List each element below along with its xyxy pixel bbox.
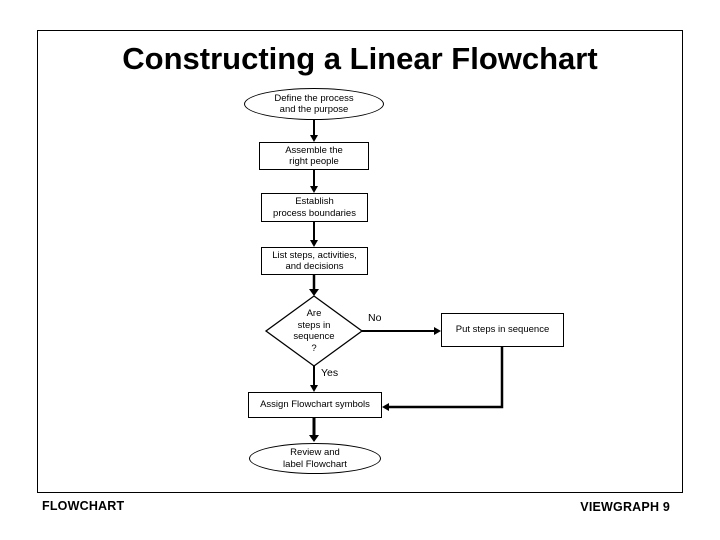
arrow-right-icon bbox=[434, 327, 441, 335]
label-no: No bbox=[368, 312, 382, 324]
node-put-steps-in-sequence: Put steps in sequence bbox=[441, 313, 564, 347]
node-label: Review and label Flowchart bbox=[283, 447, 347, 470]
arrow-down-icon bbox=[310, 240, 318, 247]
node-label: Define the process and the purpose bbox=[274, 92, 354, 116]
connector-start-to-assemble bbox=[310, 120, 318, 142]
footer-viewgraph-label: VIEWGRAPH 9 bbox=[580, 500, 670, 514]
node-label: Establish process boundaries bbox=[273, 196, 356, 219]
node-label: List steps, activities, and decisions bbox=[272, 249, 357, 273]
arrow-down-icon bbox=[310, 135, 318, 142]
node-define-process: Define the process and the purpose bbox=[244, 88, 384, 120]
label-yes: Yes bbox=[321, 367, 339, 379]
node-list-steps: List steps, activities, and decisions bbox=[261, 247, 368, 275]
decision-diamond-shape bbox=[264, 295, 364, 367]
slide-frame bbox=[37, 30, 683, 493]
arrow-down-icon bbox=[310, 385, 318, 392]
arrow-down-icon bbox=[310, 186, 318, 193]
connector-decision-no-to-putsteps bbox=[362, 327, 441, 335]
connector-assign-to-end bbox=[309, 418, 319, 442]
connector-list-to-decision bbox=[309, 275, 319, 296]
node-label: Assemble the right people bbox=[285, 144, 343, 168]
arrow-down-icon bbox=[309, 435, 319, 442]
node-establish-boundaries: Establish process boundaries bbox=[261, 193, 368, 222]
arrow-left-icon bbox=[382, 403, 389, 411]
node-decision-steps-in-sequence: Are steps in sequence ? bbox=[266, 296, 362, 366]
slide-title: Constructing a Linear Flowchart bbox=[122, 41, 598, 76]
connector-putsteps-return-to-assign bbox=[382, 347, 504, 411]
footer-flowchart-label: FLOWCHART bbox=[42, 499, 125, 513]
node-label: Assign Flowchart symbols bbox=[260, 399, 370, 411]
node-label: Are steps in sequence ? bbox=[293, 308, 335, 354]
node-label: Put steps in sequence bbox=[455, 324, 550, 336]
arrow-down-icon bbox=[309, 289, 319, 296]
connector-decision-yes-to-assign bbox=[310, 366, 318, 392]
node-assign-symbols: Assign Flowchart symbols bbox=[248, 392, 382, 418]
node-assemble-people: Assemble the right people bbox=[259, 142, 369, 170]
connector-assemble-to-establish bbox=[310, 170, 318, 193]
connector-establish-to-list bbox=[310, 222, 318, 247]
node-review-label-flowchart: Review and label Flowchart bbox=[249, 443, 381, 474]
